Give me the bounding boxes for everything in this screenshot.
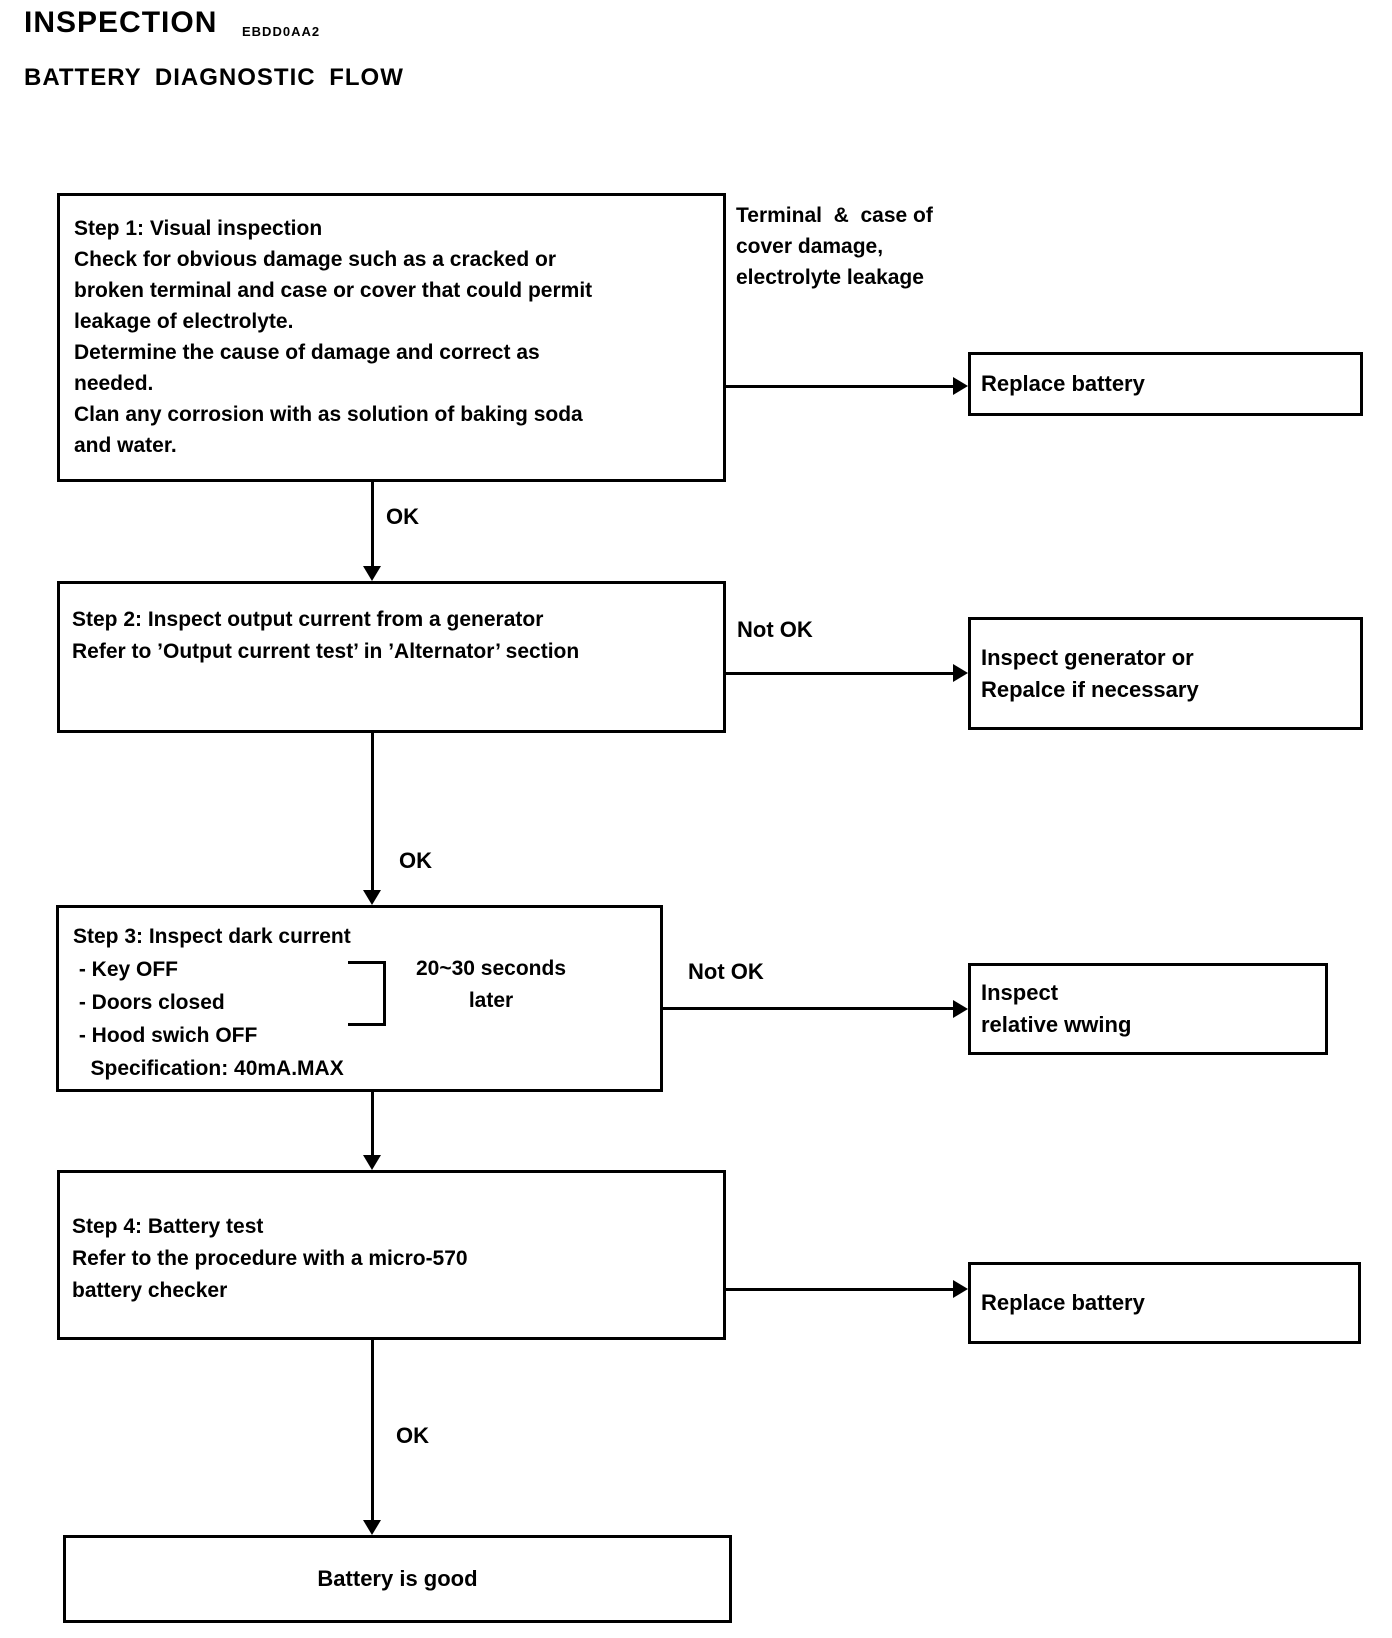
connector-step2-generator xyxy=(726,672,956,675)
page-title: INSPECTION xyxy=(24,6,218,39)
replace-battery-2-text: Replace battery xyxy=(981,1290,1145,1315)
document-code: EBDD0AA2 xyxy=(242,24,321,39)
arrowhead-step1-replace1 xyxy=(953,377,968,395)
connector-step3-wiring xyxy=(662,1007,956,1010)
step2-box: Step 2: Inspect output current from a ge… xyxy=(57,581,726,733)
step4-text: Step 4: Battery test Refer to the proced… xyxy=(72,1215,468,1302)
arrowhead-step2-generator xyxy=(953,664,968,682)
arrowhead-step3-wiring xyxy=(953,1000,968,1018)
ok-label-1: OK xyxy=(386,504,419,529)
section-title: BATTERY DIAGNOSTIC FLOW xyxy=(24,64,404,91)
arrowhead-step4-replace2 xyxy=(953,1280,968,1298)
step3-text: Step 3: Inspect dark current - Key OFF -… xyxy=(73,925,351,1080)
connector-step3-step4 xyxy=(371,1092,374,1157)
inspect-generator-text: Inspect generator or Repalce if necessar… xyxy=(981,644,1199,702)
step1-text: Step 1: Visual inspection Check for obvi… xyxy=(74,217,593,457)
bracket-vertical-line xyxy=(383,961,386,1026)
connector-step4-good xyxy=(371,1340,374,1522)
connector-step1-replace1 xyxy=(726,385,956,388)
arrowhead-step2-step3 xyxy=(363,890,381,905)
connector-step4-replace2 xyxy=(726,1288,956,1291)
inspect-wiring-box: Inspect relative wwing xyxy=(968,963,1328,1055)
step2-text: Step 2: Inspect output current from a ge… xyxy=(72,608,580,663)
ok-label-3: OK xyxy=(396,1423,429,1448)
battery-good-box: Battery is good xyxy=(63,1535,732,1623)
step3-box: Step 3: Inspect dark current - Key OFF -… xyxy=(56,905,663,1092)
inspect-wiring-text: Inspect relative wwing xyxy=(981,980,1132,1037)
bracket-top-line xyxy=(348,961,386,964)
arrowhead-step1-step2 xyxy=(363,566,381,581)
step4-box: Step 4: Battery test Refer to the proced… xyxy=(57,1170,726,1340)
replace-battery-box-2: Replace battery xyxy=(968,1262,1361,1344)
connector-step1-step2 xyxy=(371,482,374,568)
battery-good-text: Battery is good xyxy=(317,1566,478,1591)
arrowhead-step3-step4 xyxy=(363,1155,381,1170)
bracket-bottom-line xyxy=(348,1023,386,1026)
timing-note: 20~30 seconds later xyxy=(415,957,566,1012)
arrowhead-step4-good xyxy=(363,1520,381,1535)
not-ok-label-1: Not OK xyxy=(737,617,813,642)
not-ok-label-2: Not OK xyxy=(688,959,764,984)
step1-box: Step 1: Visual inspection Check for obvi… xyxy=(57,193,726,482)
connector-step2-step3 xyxy=(371,733,374,892)
ok-label-2: OK xyxy=(399,848,432,873)
inspect-generator-box: Inspect generator or Repalce if necessar… xyxy=(968,617,1363,730)
replace-battery-box-1: Replace battery xyxy=(968,352,1363,416)
side-note-damage: Terminal & case of cover damage, electro… xyxy=(736,204,933,289)
replace-battery-1-text: Replace battery xyxy=(981,371,1145,396)
